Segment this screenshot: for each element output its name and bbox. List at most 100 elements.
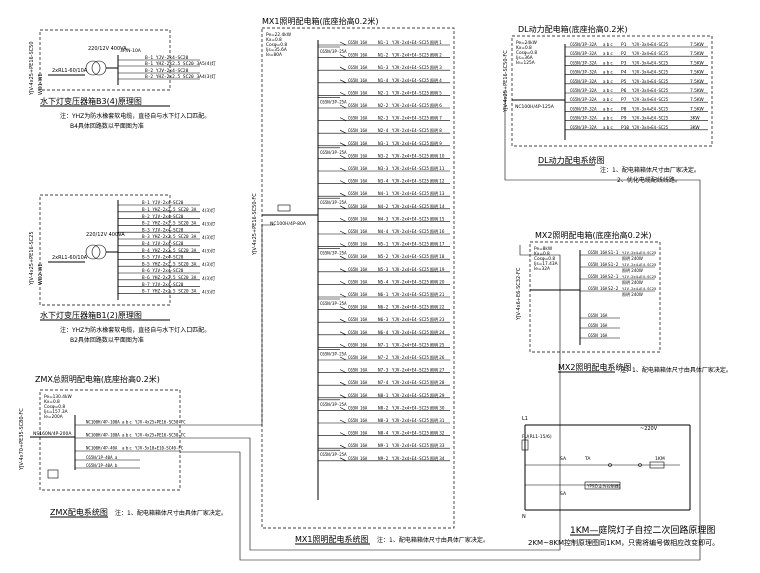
dl-row-breaker-0: C65N/3P-32A [570, 42, 597, 47]
mx2-spare-1: C65N 16A [588, 323, 608, 328]
km-timer: YP9Z(定时控制器) [586, 483, 621, 489]
mx1-circuit-cable-12: YJV-2x4+E4-SC25 [392, 191, 430, 196]
mx1-circuit-load-31: 照明 32 [430, 431, 445, 436]
zmx-spare-1: C65N/1P-40A b [86, 463, 118, 468]
mx1-circuit-load-30: 照明 31 [430, 418, 445, 423]
mx2-params-4: Ie=32A [534, 266, 550, 272]
mx1-circuit-id-2: N1-3 [378, 65, 389, 71]
dl-params-1: Kx=0.8 [516, 45, 532, 51]
dl-box [511, 35, 713, 147]
mx1-circuit-cable-18: YJV-2x4+E4-SC25 [392, 267, 430, 272]
mx2-bottom-title: MX2照明配电系统图 [558, 362, 631, 372]
mx1-circuit-load-3: 照明 4 [430, 78, 442, 83]
mx1-circuit-breaker-27: C65N 16A [348, 380, 368, 385]
dl-row-load-5: 7.5KW [690, 88, 704, 94]
dl-row-cable-5: YJV-3x4+E4-SC25 [632, 88, 669, 93]
mx1-circuit-breaker-17: C65N 16A [348, 254, 368, 259]
mx1-circuit-id-29: N8-2 [378, 405, 389, 411]
mx1-circuit-cable-5: YJV-2x4+E4-SC25 [392, 103, 430, 108]
yhz2-panel: YJV-4x25+PE16-SC25 WD2-WE 2xRL1-60/10A 2… [29, 194, 216, 344]
dl-row-id-0: P1 [621, 42, 627, 48]
mx1-group-breaker-0: C65N/3P-25A [320, 49, 347, 54]
mx2-row-cable-1: YJV-2x4+E4-SC25 [622, 262, 656, 267]
mx1-circuit-breaker-11: C65N 16A [348, 179, 368, 184]
yhz2-row-2: B-2 YJV-2x4-SC20 [142, 214, 184, 220]
mx1-circuit-load-33: 照明 34 [430, 456, 445, 461]
yhz1-out4: B-2 YHZ-2x2.5 SC20 3A [145, 74, 202, 80]
mx1-circuit-breaker-13: C65N 16A [348, 204, 368, 209]
mx1-circuit-cable-24: YJV-2x4+E4-SC25 [392, 342, 430, 347]
mx1-circuit-load-15: 照明 16 [430, 229, 445, 234]
feeder-lines [180, 90, 701, 561]
dl-row-cable-9: YJV-3x4+E4-SC25 [632, 125, 669, 130]
yhz2-cable-label: YJV-4x25+PE16-SC25 [29, 231, 35, 286]
mx1-circuit-id-1: N1-2 [378, 53, 389, 59]
mx1-circuit-cable-20: YJV-2x4+E4-SC25 [392, 292, 430, 297]
mx1-circuit-cable-25: YJV-2x4+E4-SC25 [392, 355, 430, 360]
mx1-circuit-cable-9: YJV-2x4+E4-SC25 [392, 153, 430, 158]
dl-row-load-9: 3KW [690, 125, 700, 131]
zmx-title: ZMX总照明配电箱(底座抬高0.2米) [35, 374, 160, 384]
yhz2-cable-label-2: WD2-WE [38, 263, 44, 285]
km-fu: FU(RL1-15/6) [522, 434, 552, 440]
mx1-circuit-breaker-4: C65N 16A [348, 90, 368, 95]
mx1-circuit-id-3: N1-4 [378, 78, 389, 84]
mx1-group-breaker-24: C65N/3P-25A [320, 351, 347, 356]
mx1-main-breaker: NC100H/4P-80A [270, 221, 307, 227]
mx1-circuit-cable-26: YJV-2x4+E4-SC25 [392, 368, 430, 373]
zmx-row-breaker-2: NC100H/4P-40A [86, 446, 118, 451]
zmx-params-2: Cosφ=0.8 [44, 404, 65, 410]
mx1-circuit-cable-0: YJV-2x4+E4-SC25 [392, 40, 430, 45]
mx1-circuit-breaker-32: C65N 16A [348, 443, 368, 448]
zmx-params-3: Ijs=157.3A [44, 409, 68, 415]
mx1-circuit-id-30: N8-3 [378, 418, 389, 424]
mx2-params-1: Kx=0.8 [534, 251, 550, 257]
yhz1-note-out2: 4(3)灯 [202, 73, 216, 80]
mx1-circuit-cable-21: YJV-2x4+E4-SC25 [392, 305, 430, 310]
mx1-circuit-load-2: 照明 3 [430, 65, 442, 70]
dl-note2: 2、优化电缆配线线路。 [617, 176, 681, 184]
mx2-row-id-0: S1-1 [608, 250, 619, 256]
mx1-circuit-breaker-26: C65N 16A [348, 368, 368, 373]
dl-row-breaker-6: C65N/3P-32A [570, 97, 597, 102]
yhz1-note2: B4具体回路数以平面图为准 [70, 122, 144, 130]
mx1-circuit-id-18: N5-3 [378, 267, 389, 273]
zmx-row-breaker-1: NC100H/4P-100A [86, 433, 120, 438]
km-fuse [521, 439, 529, 451]
mx1-circuit-cable-30: YJV-2x4+E4-SC25 [392, 418, 430, 423]
dl-params-3: Ijs=36A [516, 55, 533, 61]
mx1-circuit-id-9: N3-2 [378, 153, 389, 159]
mx1-circuit-cable-16: YJV-2x4+E4-SC25 [392, 242, 430, 247]
mx1-circuit-load-29: 照明 30 [430, 405, 445, 410]
km-title: 1KM—庭院灯子自控二次回路原理图 [570, 524, 715, 536]
yhz1-note-out1: 5(4)灯 [202, 60, 216, 67]
mx1-circuit-id-11: N3-4 [378, 179, 389, 185]
dl-params-2: Cosφ=0.8 [516, 50, 537, 56]
mx2-row-cable-2: YJV-2x4+E4-SC25 [622, 274, 656, 279]
mx1-circuit-id-7: N2-4 [378, 128, 389, 134]
mx1-circuit-cable-14: YJV-2x4+E4-SC25 [392, 216, 430, 221]
dl-row-load-6: 7.5KW [690, 97, 704, 103]
mx1-circuit-id-28: N8-1 [378, 393, 389, 399]
dl-row-id-9: P10 [621, 125, 629, 131]
mx1-circuit-load-7: 照明 8 [430, 128, 442, 133]
mx1-circuit-load-6: 照明 7 [430, 116, 442, 121]
mx2-title: MX2照明配电箱(底座抬高0.2米) [535, 230, 651, 240]
dl-row-breaker-5: C65N/3P-32A [570, 88, 597, 93]
zmx-params: Pe=130.4kWKx=0.8Cosφ=0.8Ijs=157.3AIe=200… [44, 394, 72, 420]
yhz2-title: 水下灯变压器箱B1(2)原理图 [40, 310, 142, 320]
yhz1-cable-label: YJV-4x25+PE16-SC50 [29, 41, 35, 96]
yhz2-row-note-3: 4(3)灯 [202, 220, 216, 227]
yhz2-row-note-13: 4(3)灯 [202, 288, 216, 295]
mx1-circuit-cable-19: YJV-2x4+E4-SC25 [392, 279, 430, 284]
mx1-circuit-breaker-22: C65N 16A [348, 317, 368, 322]
mx1-params-2: Cosφ=0.8 [266, 42, 287, 48]
mx1-circuit-id-32: N9-1 [378, 443, 389, 449]
dl-row-cable-1: YJV-3x4+E4-SC25 [632, 51, 669, 56]
yhz1-out1: B-1 YJV-2x4-SC20 [145, 55, 189, 61]
dl-params-0: Pe=24kW [516, 40, 538, 46]
mx1-circuit-breaker-29: C65N 16A [348, 405, 368, 410]
